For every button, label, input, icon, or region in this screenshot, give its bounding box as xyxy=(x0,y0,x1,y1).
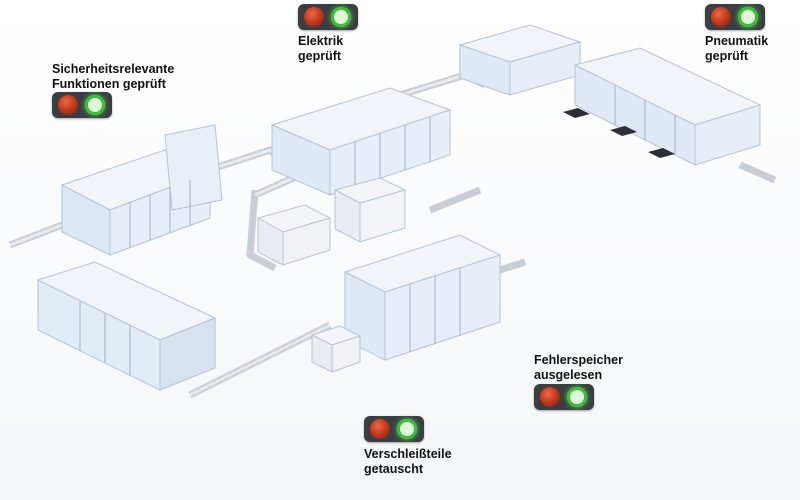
machine-right-trays xyxy=(563,108,675,158)
machine-center-upper xyxy=(270,87,452,196)
indicator-label-wear-parts: Verschleißteile getauscht xyxy=(364,447,452,477)
machine-bottom-center-frames xyxy=(409,268,461,352)
machine-left-upper xyxy=(60,124,223,256)
red-lamp-icon xyxy=(304,7,324,27)
indicator-label-line: geprüft xyxy=(298,49,342,63)
indicator-label-line: Sicherheitsrelevante xyxy=(52,62,175,76)
machine-center-small xyxy=(256,204,332,266)
traffic-light-wear-parts xyxy=(364,416,424,442)
green-lamp-icon xyxy=(85,95,105,115)
machine-center-upper-frames xyxy=(354,117,431,187)
machine-left-lower-frames xyxy=(79,301,131,375)
conveyor-right-outlet xyxy=(738,161,777,184)
machine-top-center xyxy=(458,24,582,96)
indicator-label-pneumatic: Pneumatik geprüft xyxy=(705,34,768,64)
indicator-label-line: Elektrik xyxy=(298,34,344,48)
green-lamp-icon xyxy=(331,7,351,27)
green-lamp-icon xyxy=(567,387,587,407)
traffic-light-error-memory xyxy=(534,384,594,410)
indicator-label-safety: Sicherheitsrelevante Funktionen geprüft xyxy=(52,62,174,92)
traffic-light-pneumatic xyxy=(705,4,765,30)
traffic-light-electrical xyxy=(298,4,358,30)
traffic-light-safety xyxy=(52,92,112,118)
conveyor-center-right xyxy=(498,258,527,274)
red-lamp-icon xyxy=(58,95,78,115)
green-lamp-icon xyxy=(738,7,758,27)
machine-left-upper-frames xyxy=(129,180,191,248)
indicator-label-line: geprüft xyxy=(705,49,749,63)
conveyor-center xyxy=(428,186,482,214)
red-lamp-icon xyxy=(711,7,731,27)
machine-right-frames xyxy=(614,85,676,155)
indicator-label-line: Funktionen geprüft xyxy=(52,77,166,91)
machine-right xyxy=(573,47,762,166)
green-lamp-icon xyxy=(397,419,417,439)
indicator-label-electrical: Elektrik geprüft xyxy=(298,34,343,64)
indicator-label-line: Pneumatik xyxy=(705,34,769,48)
indicator-label-line: Verschleißteile xyxy=(364,447,452,461)
indicator-label-line: getauscht xyxy=(364,462,424,476)
red-lamp-icon xyxy=(540,387,560,407)
red-lamp-icon xyxy=(370,419,390,439)
conveyor-left-drop xyxy=(246,189,277,272)
machine-center-cabinet xyxy=(333,177,407,243)
indicator-label-error-memory: Fehlerspeicher ausgelesen xyxy=(534,353,623,383)
indicator-label-line: Fehlerspeicher xyxy=(534,353,623,367)
indicator-label-line: ausgelesen xyxy=(534,368,603,382)
machine-bottom-rollers xyxy=(310,325,362,373)
